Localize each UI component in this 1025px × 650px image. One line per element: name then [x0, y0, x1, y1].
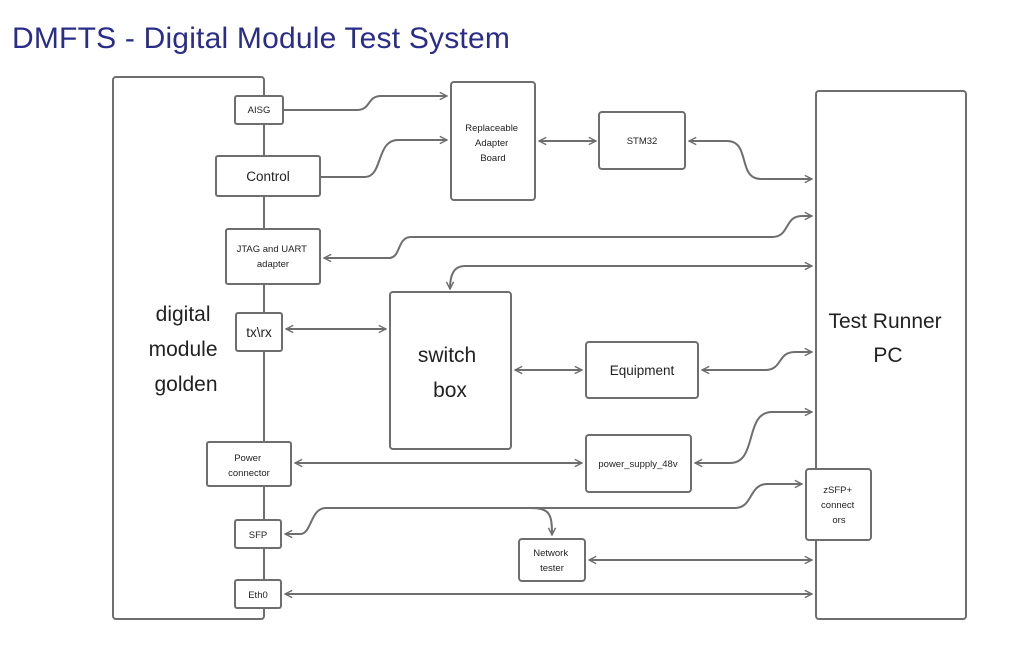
aisg-label-line: AISG: [248, 105, 271, 116]
stm32-label-line: STM32: [627, 136, 658, 147]
golden-module-label-line: digital: [156, 303, 211, 326]
eth0-port-box: [234, 579, 282, 609]
adapter-board-label: Replaceable Adapter Board: [465, 123, 520, 164]
switch-box-label-line: switch: [418, 344, 476, 367]
network-tester-box: [518, 538, 586, 582]
page-title: DMFTS - Digital Module Test System: [12, 22, 511, 55]
aisg-label: AISG: [248, 105, 271, 116]
sfp-label: SFP: [249, 530, 267, 541]
equipment-box: [585, 341, 699, 399]
power-supply-label: power_supply_48v: [598, 459, 677, 470]
txrx-label-line: tx\rx: [246, 325, 272, 340]
connection-lines: [283, 96, 812, 594]
switch-box-label: switch box: [418, 344, 482, 402]
power-connector-label: Power connector: [228, 453, 270, 479]
zsfp-connectors-label-line: ors: [832, 515, 845, 526]
golden-module-label: digital module golden: [149, 303, 224, 396]
power-supply-label-line: power_supply_48v: [598, 459, 677, 470]
eth0-label: Eth0: [248, 590, 268, 601]
equipment-label-line: Equipment: [610, 363, 675, 378]
power-connector-box: [206, 441, 292, 487]
test-runner-pc-label-line: Test Runner: [828, 310, 941, 333]
zsfp-connectors-label: zSFP+ connect ors: [821, 485, 857, 526]
test-runner-pc-label-line: PC: [873, 344, 902, 367]
switch-box-label-line: box: [433, 379, 467, 402]
txrx-port-box: [235, 312, 283, 352]
zsfp-connectors-label-line: connect: [821, 500, 855, 511]
adapter-board-label-line: Replaceable: [465, 123, 518, 134]
golden-module-label-line: golden: [154, 373, 217, 396]
sfp-label-line: SFP: [249, 530, 267, 541]
zsfp-connectors-box: [805, 468, 872, 541]
test-runner-pc-label: Test Runner PC: [828, 310, 947, 367]
txrx-label: tx\rx: [246, 325, 272, 340]
network-tester-label-line: Network: [533, 548, 568, 559]
jtag-uart-adapter-box: [225, 228, 321, 285]
control-label: Control: [246, 169, 290, 184]
control-label-line: Control: [246, 169, 290, 184]
switch-box: [389, 291, 512, 450]
adapter-board-label-line: Adapter: [475, 138, 508, 149]
adapter-board-box: [450, 81, 536, 201]
network-tester-label: Network tester: [533, 548, 570, 574]
power-connector-label-line: Power: [234, 453, 261, 464]
jtag-uart-label: JTAG and UART adapter: [237, 244, 310, 270]
stm32-box: [598, 111, 686, 170]
zsfp-connectors-label-line: zSFP+: [823, 485, 852, 496]
jtag-uart-label-line: adapter: [257, 259, 289, 270]
jtag-uart-label-line: JTAG and UART: [237, 244, 308, 255]
power-connector-label-line: connector: [228, 468, 270, 479]
equipment-label: Equipment: [610, 363, 675, 378]
eth0-label-line: Eth0: [248, 590, 268, 601]
golden-module-label-line: module: [149, 338, 218, 361]
sfp-port-box: [234, 519, 282, 549]
stm32-label: STM32: [627, 136, 658, 147]
network-tester-label-line: tester: [540, 563, 564, 574]
adapter-board-label-line: Board: [480, 153, 505, 164]
